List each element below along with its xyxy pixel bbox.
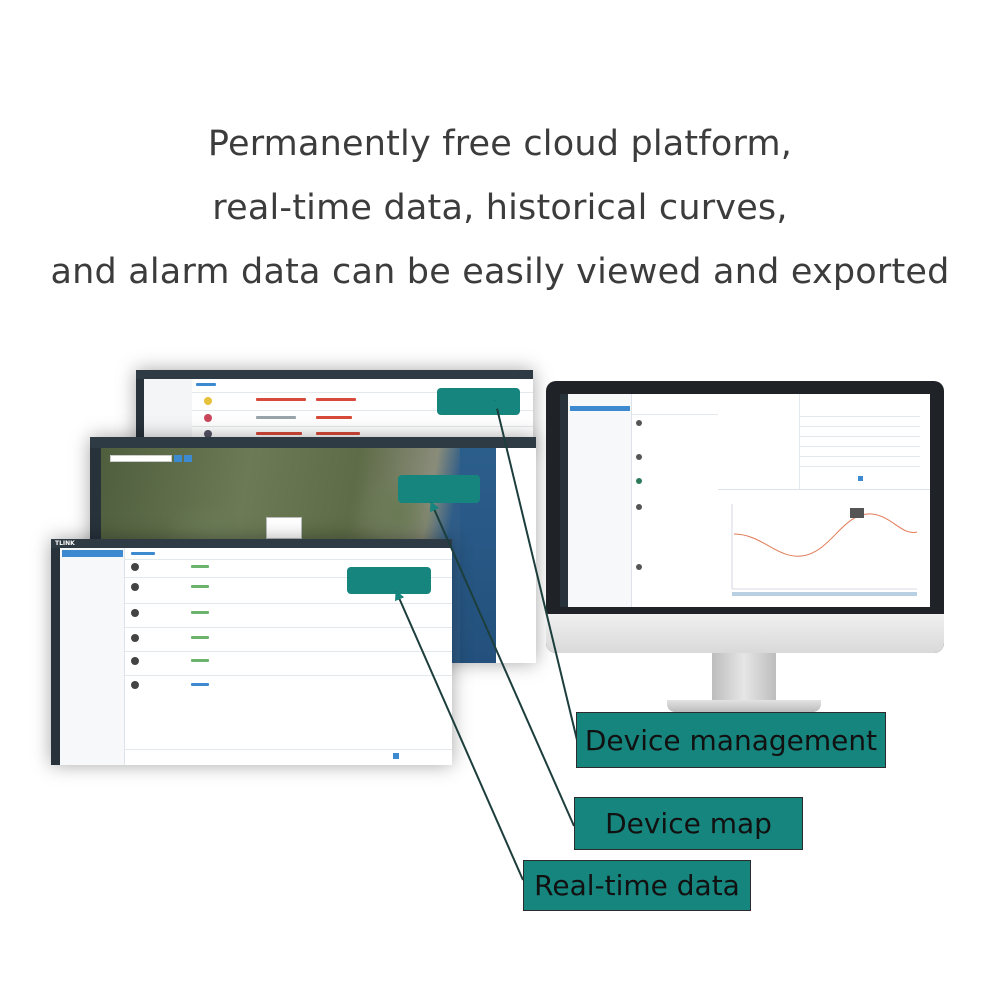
thermometer-icon (131, 634, 139, 642)
thermometer-icon (636, 564, 642, 570)
monitor-stand (712, 653, 776, 705)
redacted-area (398, 475, 480, 503)
device-tree-panel (568, 394, 632, 607)
label-real-time-data: Real-time data (523, 860, 751, 911)
pagination-current[interactable] (393, 753, 399, 759)
device-tree-panel (60, 548, 125, 765)
redacted-area (437, 388, 520, 415)
label-device-map: Device map (574, 797, 803, 850)
device-icon (204, 430, 212, 438)
thermometer-icon (636, 420, 642, 426)
pagination-current[interactable] (858, 476, 863, 481)
map-search-input[interactable] (110, 455, 172, 462)
curve-line (733, 513, 918, 557)
top-navigation-bar (136, 370, 533, 379)
search-icon[interactable] (174, 455, 182, 462)
thermometer-icon (131, 681, 139, 689)
chart-tooltip (850, 508, 864, 518)
arrow-device-management (492, 399, 578, 741)
left-icon-bar (560, 394, 568, 607)
data-table (800, 404, 920, 484)
headline-line-1: Permanently free cloud platform, (207, 124, 793, 164)
chart-scrollbar (732, 592, 917, 596)
redacted-area (347, 567, 431, 594)
map-popup (266, 517, 302, 539)
tractor-icon (131, 657, 139, 665)
top-navigation-bar: TLINK (51, 539, 452, 548)
headline-line-2: real-time data, historical curves, (212, 188, 788, 228)
thermometer-icon (131, 583, 139, 591)
thermometer-icon (131, 609, 139, 617)
top-navigation-bar (90, 437, 536, 448)
thermometer-icon (636, 454, 642, 460)
left-icon-bar (51, 548, 60, 765)
brand-logo: TLINK (55, 540, 75, 547)
locate-icon[interactable] (184, 455, 192, 462)
historical-curve-chart (731, 504, 918, 596)
arrow-real-time-data (395, 590, 524, 881)
label-device-management: Device management (576, 712, 886, 768)
monitor-screen (560, 394, 930, 607)
arrow-device-map (430, 501, 575, 827)
real-time-data-screenshot: TLINK (51, 539, 452, 765)
device-icon (204, 397, 212, 405)
plant-icon (636, 478, 642, 484)
left-icon-bar (136, 379, 144, 450)
monitor-chin (546, 614, 944, 653)
thermometer-icon (131, 563, 139, 571)
headline-line-3: and alarm data can be easily viewed and … (50, 252, 950, 292)
monitor-base (667, 700, 821, 712)
device-detail-panel (718, 394, 800, 489)
device-icon (204, 414, 212, 422)
thermometer-icon (636, 504, 642, 510)
